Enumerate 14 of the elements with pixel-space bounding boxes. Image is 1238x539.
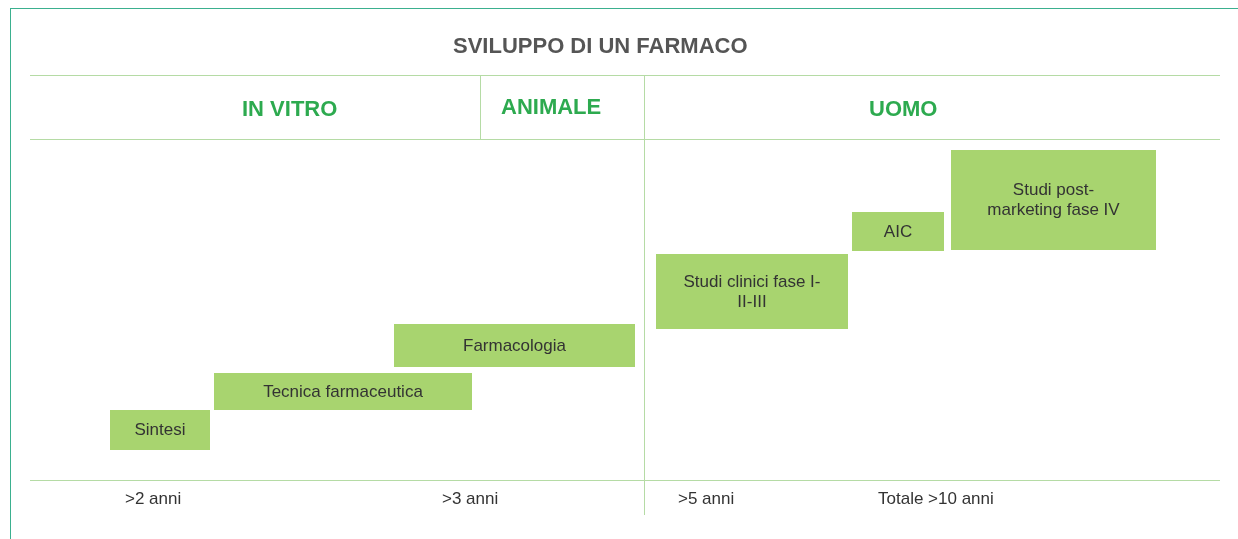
column-heading: IN VITRO — [242, 96, 338, 122]
phase-bar: Farmacologia — [394, 324, 635, 367]
diagram-title: SVILUPPO DI UN FARMACO — [453, 33, 748, 59]
phase-bar: Studi post-marketing fase IV — [951, 150, 1156, 250]
duration-label: >2 anni — [125, 489, 182, 509]
column-heading: UOMO — [869, 96, 938, 122]
phase-bar: AIC — [852, 212, 944, 251]
duration-label: Totale >10 anni — [878, 489, 994, 509]
phase-bar: Tecnica farmaceutica — [214, 373, 472, 410]
phase-bar: Sintesi — [110, 410, 210, 450]
column-heading: ANIMALE — [501, 94, 602, 120]
phase-bar: Studi clinici fase I-II-III — [656, 254, 848, 329]
duration-label: >3 anni — [442, 489, 499, 509]
duration-label: >5 anni — [678, 489, 735, 509]
